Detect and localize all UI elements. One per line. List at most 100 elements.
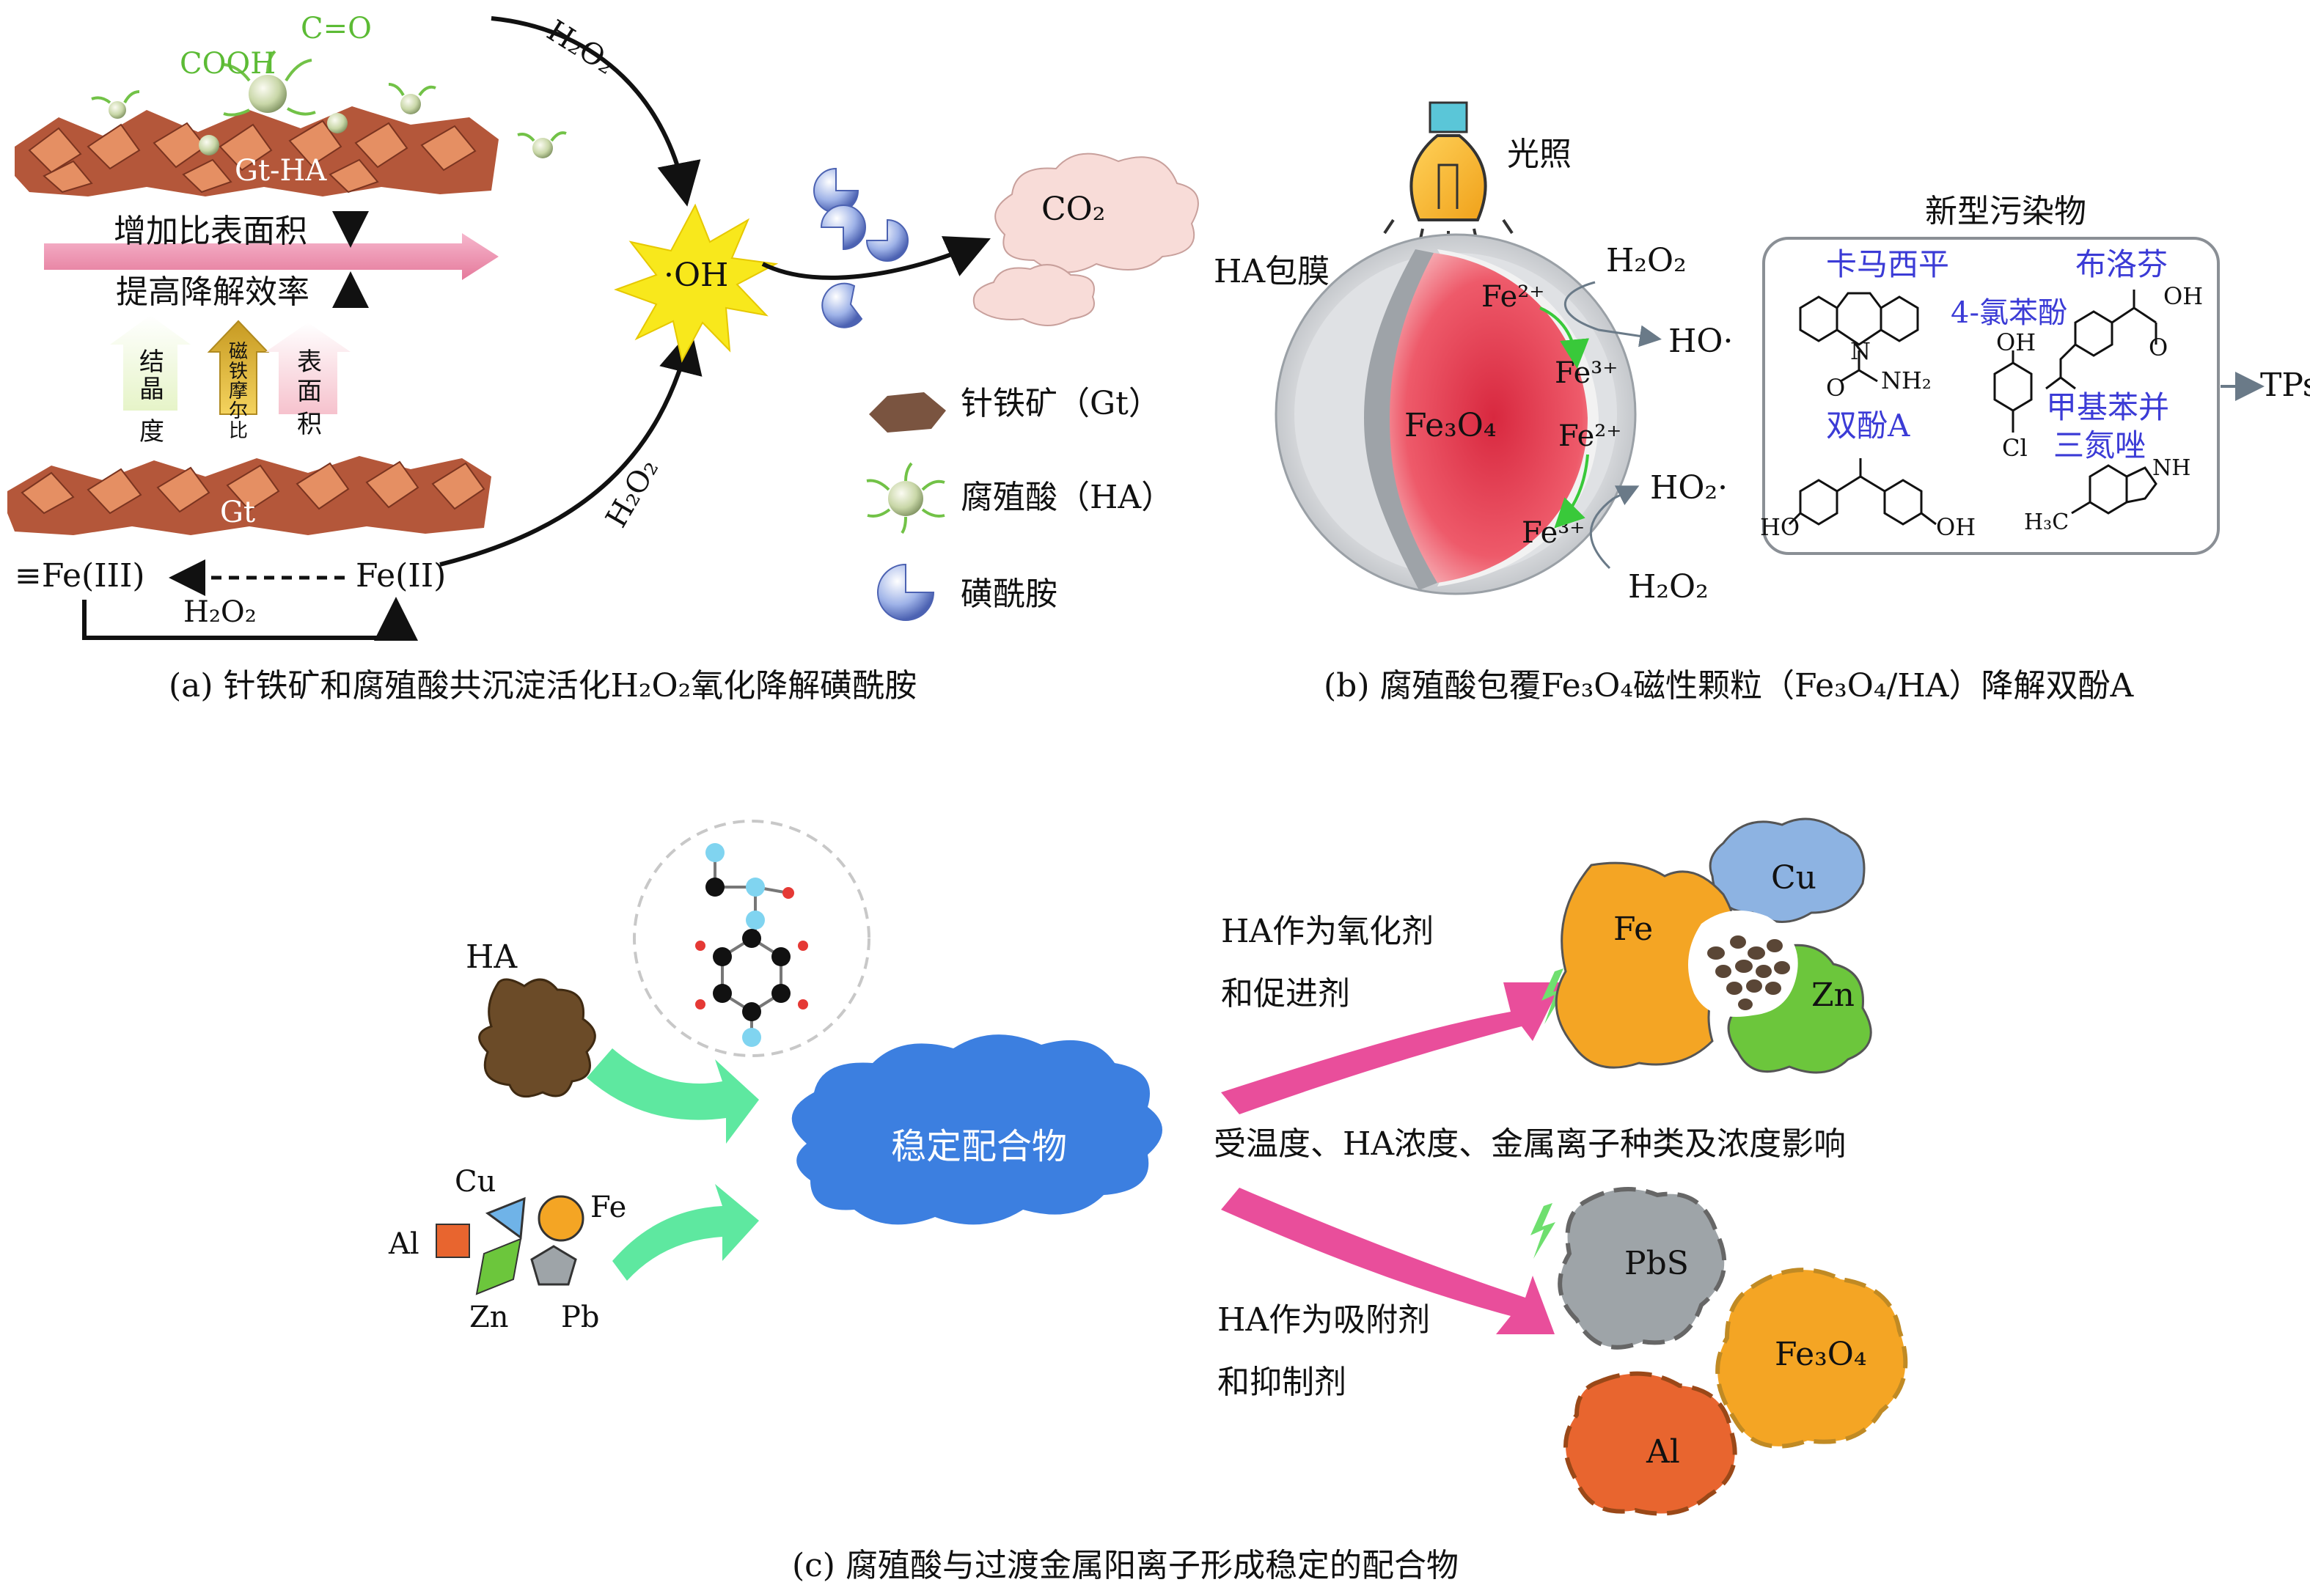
pb-pentagon-icon bbox=[530, 1245, 577, 1286]
caption-a: (a) 针铁矿和腐殖酸共沉淀活化H₂O₂氧化降解磺酰胺 bbox=[169, 667, 917, 705]
coating-label: HA包膜 bbox=[1214, 253, 1330, 290]
chem-nh: NH bbox=[2152, 455, 2190, 481]
adsorbent-1: HA作为吸附剂 bbox=[1217, 1301, 1430, 1339]
box-title: 新型污染物 bbox=[1925, 193, 2086, 230]
oh-label: ·OH bbox=[664, 257, 728, 294]
green-lightning-top bbox=[1541, 968, 1566, 1024]
chem-oh-ibu: OH bbox=[2163, 282, 2203, 310]
legend-a: 针铁矿（Gt） 腐殖酸（HA） 磺酰胺 bbox=[866, 385, 1173, 621]
pink-bar-arrow bbox=[44, 233, 499, 280]
fe-ratio-arrow: 磁 铁 摩 尔 比 bbox=[207, 320, 270, 442]
fe3-bottom-label: Fe³⁺ bbox=[1522, 516, 1585, 550]
cluster-zn: Zn bbox=[1811, 977, 1855, 1014]
oh-to-co2-arrow bbox=[761, 236, 991, 280]
ho2-radical: HO₂· bbox=[1650, 469, 1728, 507]
pink-arrow-up bbox=[1221, 982, 1562, 1114]
fe-ratio-1: 磁 bbox=[229, 341, 248, 363]
cluster-pbs: PbS bbox=[1624, 1245, 1689, 1282]
influence-text: 受温度、HA浓度、金属离子种类及浓度影响 bbox=[1214, 1125, 1846, 1163]
pb-label: Pb bbox=[561, 1301, 600, 1334]
green-arrow-bottom bbox=[1554, 454, 1589, 529]
adsorbent-2: 和抑制剂 bbox=[1217, 1364, 1346, 1401]
gt-layer: Gt bbox=[7, 456, 491, 535]
caption-c: (c) 腐殖酸与过渡金属阳离子形成稳定的配合物 bbox=[792, 1547, 1459, 1584]
cooh-label: COOH bbox=[180, 47, 276, 81]
cluster-fe3o4: Fe₃O₄ bbox=[1775, 1336, 1867, 1373]
surface-area-arrow: 表 面 积 bbox=[265, 323, 351, 439]
legend-humic: 腐殖酸（HA） bbox=[961, 479, 1173, 516]
al-square-icon bbox=[436, 1224, 470, 1258]
green-arrow-bottom-c bbox=[612, 1184, 759, 1281]
cloud-label: 稳定配合物 bbox=[891, 1126, 1067, 1167]
carbamazepine-label: 卡马西平 bbox=[1826, 246, 1949, 282]
surface-1: 表 bbox=[297, 347, 322, 377]
co-label: C=O bbox=[301, 12, 372, 45]
h2o2-top-label: H₂O₂ bbox=[541, 14, 621, 81]
ibuprofen-structure bbox=[2045, 290, 2157, 390]
ha-particles bbox=[91, 50, 567, 158]
surface-2: 面 bbox=[297, 377, 322, 406]
h2o2-b-top: H₂O₂ bbox=[1606, 242, 1687, 279]
top-metal-cluster bbox=[1555, 817, 1872, 1074]
pink-arrow-down bbox=[1221, 1188, 1555, 1334]
humic-icon bbox=[888, 481, 923, 516]
chem-o-ibu: O bbox=[2149, 334, 2168, 361]
ha-aggregate-icon bbox=[478, 978, 596, 1098]
chem-o-label: O bbox=[1826, 374, 1845, 402]
crystallinity-2: 晶 bbox=[139, 375, 164, 404]
carbamazepine-structure bbox=[1799, 292, 1919, 383]
benzotriazole-label-1: 甲基苯并 bbox=[2046, 389, 2169, 425]
caption-b: (b) 腐殖酸包覆Fe₃O₄磁性颗粒（Fe₃O₄/HA）降解双酚A bbox=[1324, 667, 2134, 705]
sulfonamide-fragments bbox=[813, 167, 909, 328]
co2-cloud-icon bbox=[994, 152, 1199, 273]
molecule-icon bbox=[633, 820, 870, 1057]
panel-c: HA bbox=[388, 817, 1908, 1584]
fe2-top-label: Fe²⁺ bbox=[1481, 280, 1544, 314]
oxidant-2: 和促进剂 bbox=[1221, 975, 1350, 1012]
bpa-structure bbox=[1788, 458, 1937, 526]
h2o2-b-bottom: H₂O₂ bbox=[1628, 568, 1709, 606]
oh-burst-icon bbox=[614, 203, 779, 363]
fe-label: Fe bbox=[590, 1191, 626, 1224]
light-label: 光照 bbox=[1507, 136, 1572, 173]
chem-n-label: N bbox=[1850, 337, 1871, 365]
gt-label: Gt bbox=[220, 496, 255, 529]
h2o2-bottom-label: H₂O₂ bbox=[599, 453, 665, 533]
fe-ratio-5: 比 bbox=[229, 420, 248, 442]
increase-surface-text: 增加比表面积 bbox=[114, 213, 307, 250]
bulb-icon bbox=[1383, 101, 1514, 248]
h2o2-top-arrow bbox=[491, 16, 701, 207]
fe2-bottom-label: Fe²⁺ bbox=[1558, 419, 1621, 453]
fe-circle-icon bbox=[538, 1195, 584, 1242]
h2o2-cycle-label: H₂O₂ bbox=[183, 595, 257, 629]
oxidant-1: HA作为氧化剂 bbox=[1221, 913, 1434, 950]
cluster-fe: Fe bbox=[1613, 911, 1653, 948]
crystallinity-arrow: 结 晶 度 bbox=[110, 315, 191, 446]
chem-oh-top: OH bbox=[1996, 328, 2036, 356]
crystallinity-1: 结 bbox=[139, 347, 164, 377]
legend-goethite: 针铁矿（Gt） bbox=[961, 385, 1161, 422]
h2o2-to-ho2-arrow bbox=[1589, 485, 1640, 570]
goethite-icon bbox=[869, 392, 946, 433]
panel-a: Gt-HA COOH C=O 增加比表面积 提高降解效率 结 晶 度 磁 铁 摩… bbox=[7, 12, 1199, 705]
fe-ratio-4: 尔 bbox=[229, 400, 248, 422]
chem-oh-bpa: OH bbox=[1936, 513, 1976, 541]
fe3-label: ≡Fe(III) bbox=[15, 557, 145, 595]
ha-label: HA bbox=[466, 938, 518, 976]
benzotriazole-structure bbox=[2071, 464, 2157, 515]
increase-efficiency-text: 提高降解效率 bbox=[116, 273, 309, 311]
chem-ho-bpa: HO bbox=[1760, 513, 1800, 541]
panel-b: 光照 HA包膜 Fe₃O₄ Fe²⁺ Fe³⁺ Fe²⁺ Fe³⁺ H₂O₂ H… bbox=[1214, 101, 2310, 705]
chlorophenol-label: 4-氯苯酚 bbox=[1951, 296, 2067, 330]
chem-h3c: H₃C bbox=[2024, 510, 2069, 535]
core-label: Fe₃O₄ bbox=[1404, 407, 1497, 444]
gt-ha-layer: Gt-HA COOH C=O bbox=[15, 12, 567, 196]
green-arrow-top-c bbox=[587, 1048, 759, 1144]
bpa-label: 双酚A bbox=[1826, 408, 1910, 444]
green-lightning-bottom bbox=[1530, 1203, 1555, 1259]
chem-nh2-label: NH₂ bbox=[1881, 367, 1932, 394]
cycle-arrow bbox=[82, 597, 418, 641]
fe3o4-particle bbox=[1275, 233, 1637, 595]
zn-label: Zn bbox=[469, 1301, 509, 1334]
